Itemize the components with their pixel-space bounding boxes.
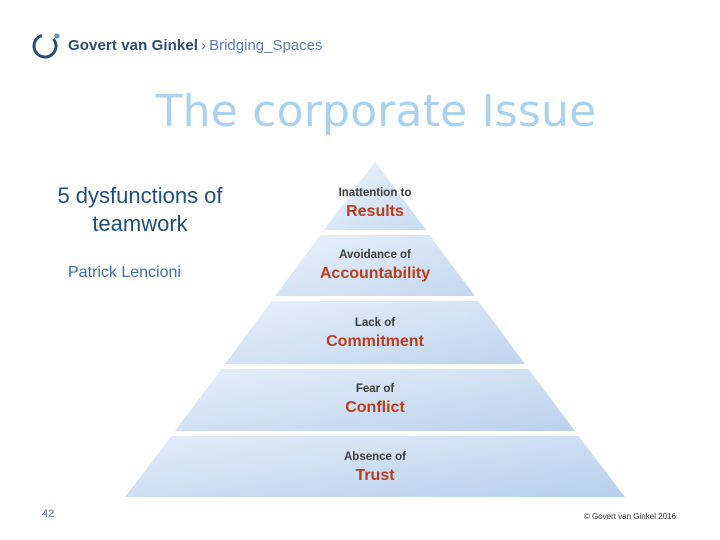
- slide-title: The corporate Issue: [155, 86, 597, 137]
- tier-results-big: Results: [346, 203, 404, 220]
- subtitle-line-1: 5 dysfunctions of: [57, 183, 223, 208]
- tier-conflict-small: Fear of: [356, 383, 395, 395]
- pyramid-tier-conflict: [171, 367, 579, 433]
- tier-conflict-big: Conflict: [345, 399, 405, 416]
- logo-ring-icon: [32, 33, 60, 59]
- tier-commitment-big: Commitment: [326, 333, 424, 350]
- pyramid-tier-commitment: [221, 299, 529, 366]
- logo-text: Govert van Ginkel›Bridging_Spaces: [68, 37, 323, 54]
- pyramid-tier-accountability: [271, 233, 479, 298]
- pyramid-tier-results: [320, 158, 430, 232]
- pyramid-tier-trust: [120, 434, 630, 499]
- tier-accountability-small: Avoidance of: [339, 249, 411, 261]
- subtitle-line-2: teamwork: [92, 211, 188, 236]
- brand-logo: Govert van Ginkel›Bridging_Spaces: [30, 28, 323, 62]
- tier-trust-small: Absence of: [344, 451, 406, 463]
- slide-subtitle: 5 dysfunctions of teamwork: [40, 182, 240, 238]
- logo-brand: Govert van Ginkel: [68, 36, 199, 54]
- tier-results-small: Inattention to: [339, 187, 412, 199]
- author-name: Patrick Lencioni: [68, 264, 181, 281]
- logo-sub: Bridging_Spaces: [209, 36, 323, 54]
- logo-separator: ›: [201, 36, 207, 54]
- tier-commitment-small: Lack of: [355, 317, 395, 329]
- tier-trust-big: Trust: [355, 467, 395, 484]
- tier-accountability-big: Accountability: [320, 265, 430, 282]
- page-number: 42: [42, 508, 55, 520]
- copyright-notice: © Govert van Ginkel 2016: [583, 512, 676, 521]
